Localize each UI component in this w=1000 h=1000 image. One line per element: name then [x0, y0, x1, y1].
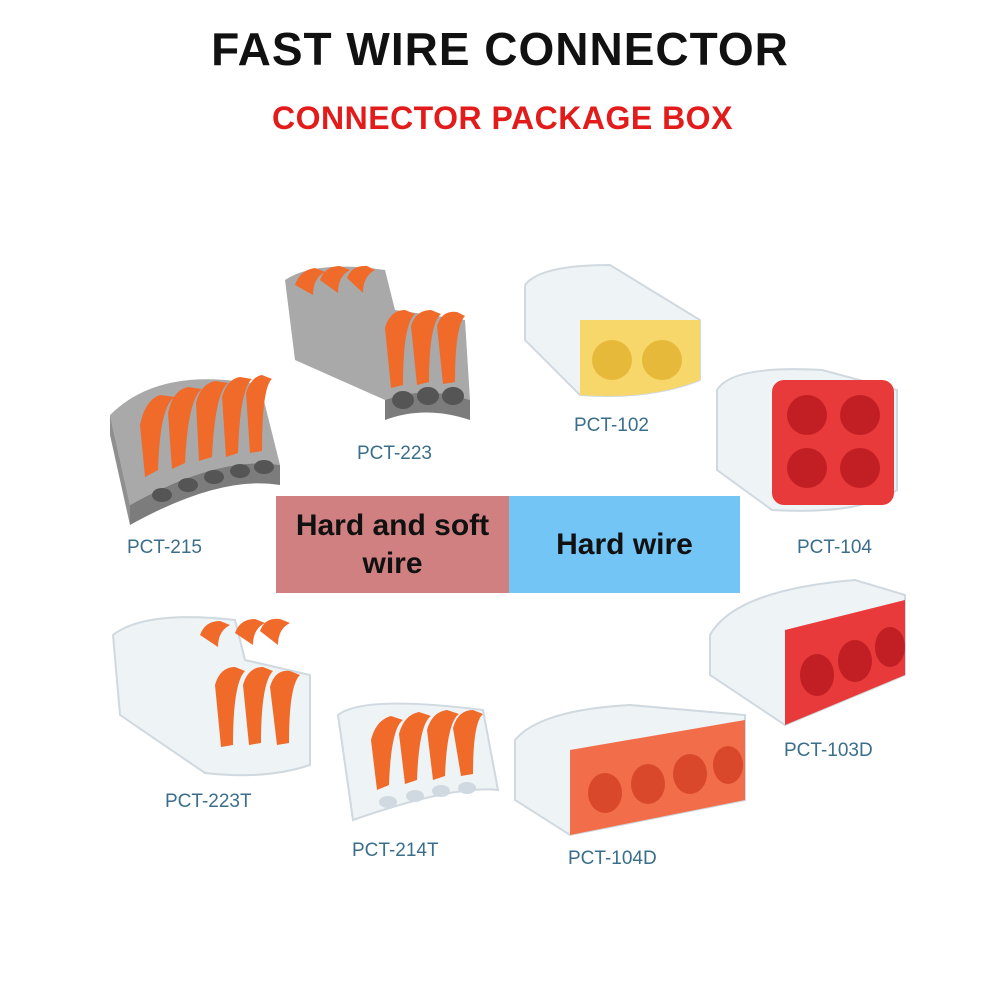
product-image-pct-223	[285, 265, 470, 420]
product-image-pct-103d	[709, 578, 906, 727]
product-image-pct-215	[110, 375, 280, 525]
product-label-pct-102: PCT-102	[574, 415, 649, 436]
product-label-pct-215: PCT-215	[127, 537, 202, 558]
product-label-pct-104d: PCT-104D	[568, 848, 657, 869]
page-subtitle: CONNECTOR PACKAGE BOX	[272, 100, 733, 136]
product-label-pct-103d: PCT-103D	[784, 740, 873, 761]
page-title: FAST WIRE CONNECTOR	[211, 23, 789, 75]
product-image-pct-104	[716, 368, 898, 512]
product-image-pct-223t	[111, 616, 311, 777]
product-image-pct-102	[524, 263, 701, 397]
product-label-pct-223t: PCT-223T	[165, 791, 252, 812]
product-image-pct-104d	[514, 703, 746, 837]
product-label-pct-104: PCT-104	[797, 537, 872, 558]
product-image-pct-214t	[336, 702, 500, 822]
legend-hard-and-soft-wire: Hard and soft wire	[276, 496, 509, 593]
legend-hard-wire: Hard wire	[509, 496, 740, 593]
product-label-pct-214t: PCT-214T	[352, 840, 439, 861]
product-label-pct-223: PCT-223	[357, 443, 432, 464]
